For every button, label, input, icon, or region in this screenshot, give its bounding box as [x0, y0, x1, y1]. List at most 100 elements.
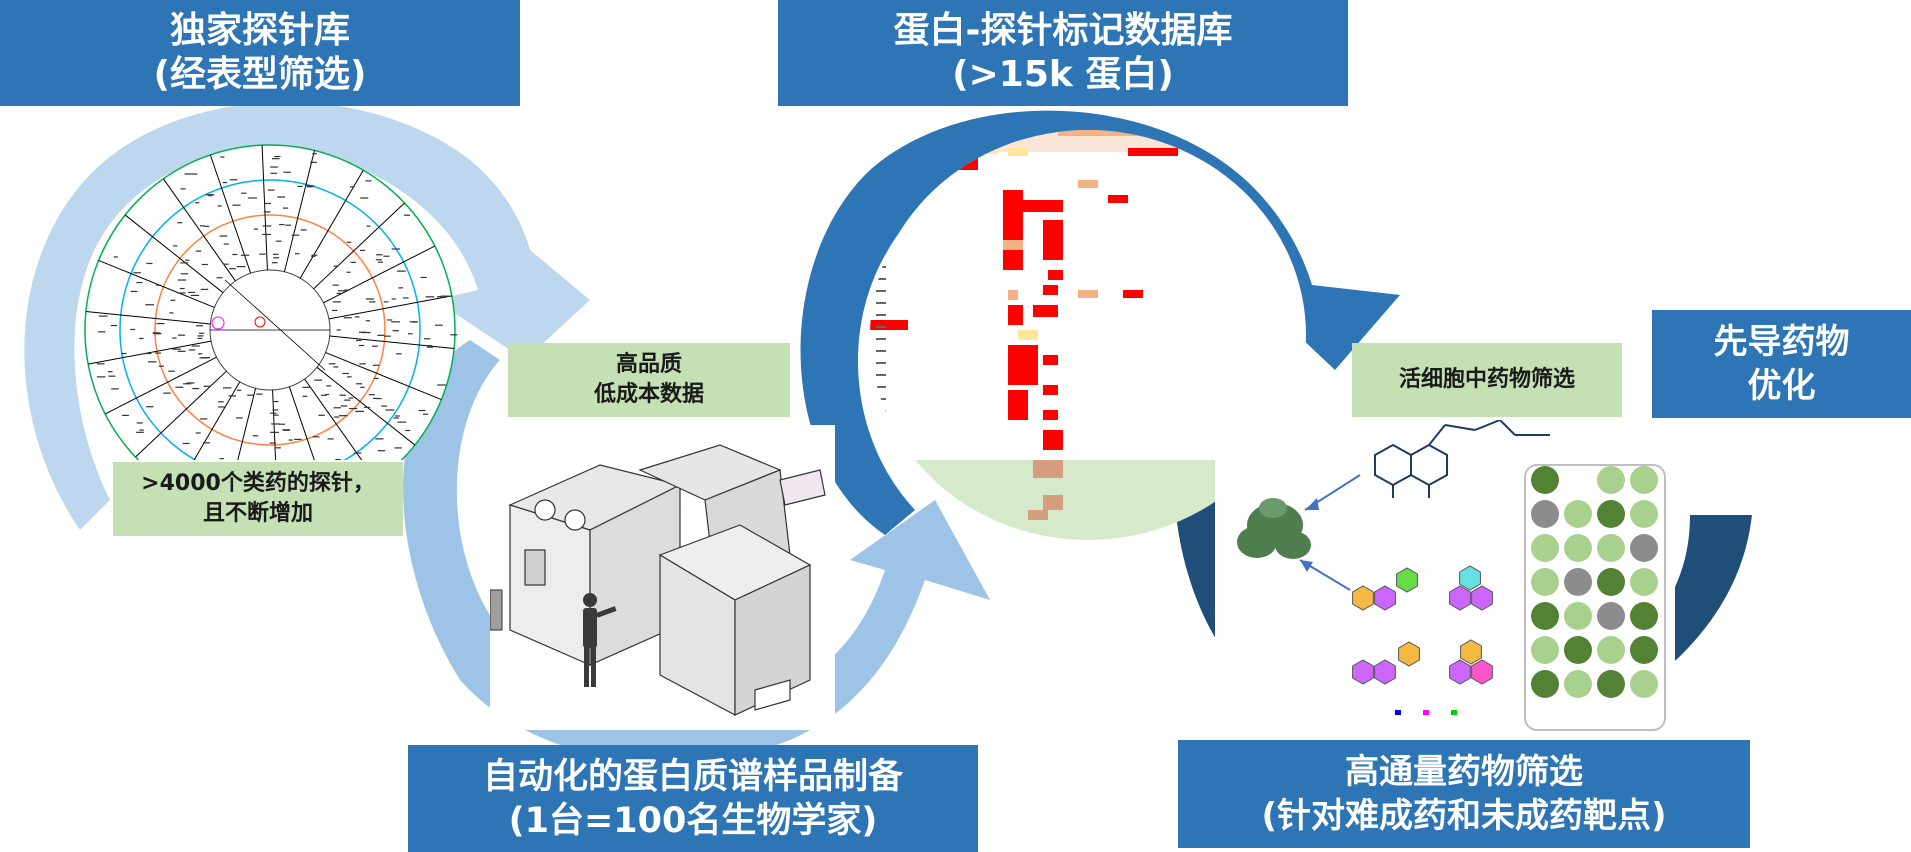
heatmap-row-label [876, 278, 886, 280]
plate-well [1564, 534, 1592, 562]
structure-mark [203, 442, 210, 444]
probe-library-subtitle: (经表型筛选) [153, 54, 367, 95]
structure-mark [377, 450, 386, 452]
structure-mark [408, 333, 413, 335]
structure-mark [208, 195, 213, 197]
structure-mark [427, 345, 432, 347]
plate-well [1597, 568, 1625, 596]
structure-mark [387, 319, 393, 321]
radial-spoke [135, 370, 227, 458]
structure-mark [195, 250, 202, 252]
structure-mark [365, 298, 375, 300]
heatmap-cell [1033, 305, 1058, 317]
plate-well [1597, 670, 1625, 698]
structure-mark [269, 442, 277, 444]
core-line [224, 279, 326, 371]
structure-mark [223, 263, 229, 265]
structure-mark [312, 153, 317, 155]
structure-mark [190, 294, 200, 297]
structure-mark [170, 299, 176, 301]
heatmap-row-label [876, 386, 886, 388]
automation-subtitle: (1台=100名生物学家) [508, 800, 878, 841]
structure-mark [333, 366, 339, 368]
structure-mark [343, 317, 352, 319]
structure-mark [218, 401, 224, 403]
structure-mark [98, 315, 108, 317]
structure-mark [424, 338, 431, 340]
probe-library-title: 独家探针库 [169, 10, 350, 51]
radial-spoke [313, 202, 405, 290]
structure-mark [264, 202, 272, 205]
live-cell-note: 活细胞中药物筛选 [1352, 343, 1622, 417]
structure-mark [383, 301, 389, 303]
plate-wells [1531, 466, 1658, 698]
structure-mark [360, 197, 369, 199]
radial-spoke [316, 366, 416, 446]
structure-mark [122, 414, 129, 417]
structure-mark [339, 394, 346, 396]
structure-mark [195, 432, 201, 434]
lead-optimization-line2: 优化 [1747, 366, 1816, 406]
heatmap-cell [1008, 345, 1038, 385]
structure-mark [108, 375, 116, 377]
structure-mark [344, 289, 350, 291]
structure-mark [353, 452, 362, 454]
structure-mark [263, 211, 271, 213]
structure-mark [195, 325, 203, 327]
structure-mark [274, 155, 281, 158]
heatmap-note-band [898, 460, 1258, 540]
plate-well [1597, 636, 1625, 664]
structure-mark [396, 353, 402, 355]
radial-spoke [325, 352, 442, 401]
structure-mark [291, 234, 300, 236]
heatmap-row-label [876, 434, 886, 436]
structure-mark [360, 386, 365, 388]
radial-spoke [272, 389, 277, 460]
heatmap-cell [1078, 290, 1098, 298]
structure-mark [204, 225, 210, 227]
structure-mark [375, 259, 382, 261]
structure-mark [340, 405, 348, 407]
plate-well [1531, 534, 1559, 562]
structure-mark [147, 361, 157, 363]
heatmap-cell [1043, 355, 1058, 365]
instrument-window [524, 549, 546, 586]
plate-well [1564, 602, 1592, 630]
structure-mark [177, 334, 186, 336]
structure-mark [435, 324, 443, 326]
structure-mark [169, 312, 174, 314]
radial-spoke [261, 145, 268, 271]
probes-count-note: >4000个类药的探针， 且不断增加 [113, 462, 403, 536]
structure-mark [369, 301, 376, 303]
radial-spoke [209, 154, 252, 274]
heatmap-row-label [876, 362, 886, 364]
automation-cycle-arrow [403, 340, 990, 763]
plate-well [1630, 568, 1658, 596]
plate-well [1597, 500, 1625, 528]
structure-mark [203, 385, 211, 387]
structure-mark [177, 350, 186, 352]
structure-mark [177, 222, 183, 224]
structure-mark [383, 255, 390, 257]
fragment-hexagon [1374, 585, 1396, 611]
structure-mark [222, 387, 232, 389]
structure-mark [201, 357, 211, 359]
plate-well [1630, 602, 1658, 630]
structure-mark [314, 379, 323, 381]
structure-mark [218, 406, 226, 408]
heatmap-row-label [876, 482, 886, 484]
heatmap-cell [968, 148, 998, 154]
structure-mark [366, 225, 371, 227]
structure-mark [365, 320, 371, 322]
structure-mark [375, 438, 384, 440]
heatmap-cell [1003, 190, 1023, 270]
structure-mark [273, 414, 279, 416]
structure-mark [391, 298, 396, 300]
structure-mark [348, 397, 354, 399]
hts-illustration [1215, 420, 1675, 750]
protein-probe-db-title: 蛋白-探针标记数据库 [893, 10, 1233, 51]
radial-spoke [237, 388, 257, 460]
structure-mark [133, 272, 141, 274]
structure-mark [248, 197, 257, 199]
heatmap-row-label [876, 422, 886, 424]
